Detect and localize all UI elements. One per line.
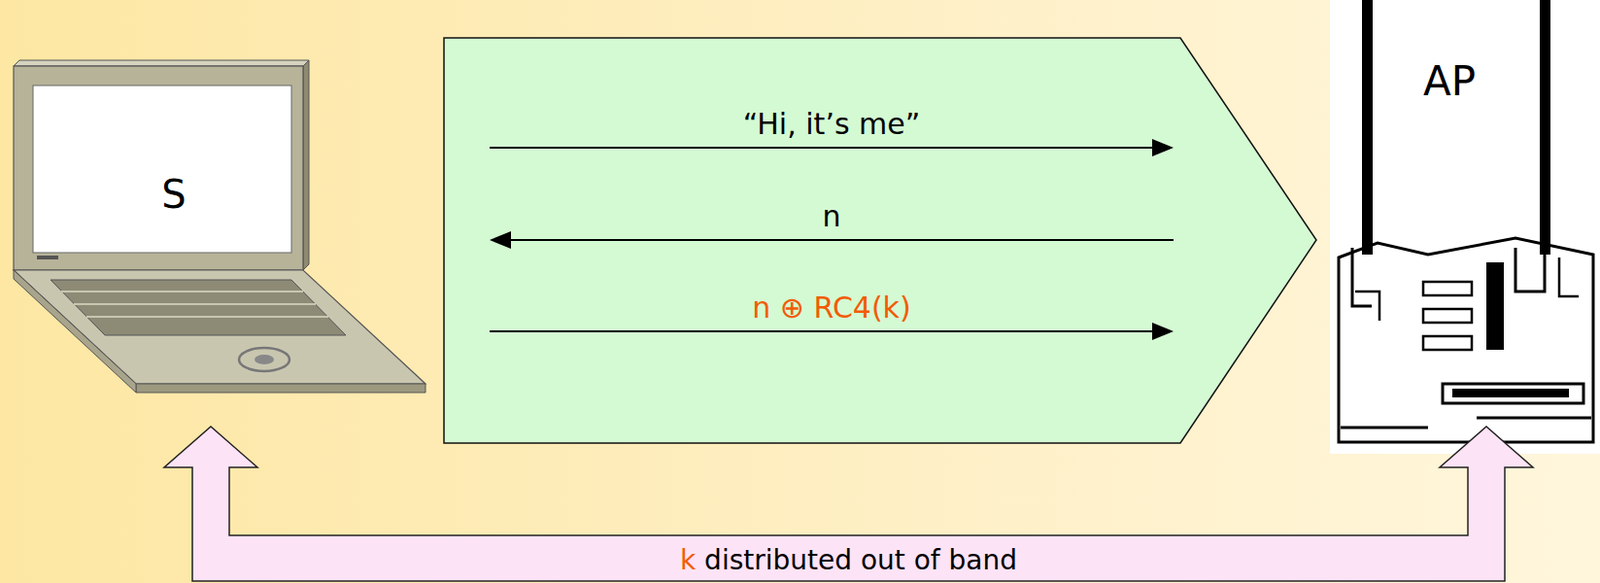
node-label: S — [161, 170, 186, 218]
access-point-illustration — [1329, 0, 1600, 454]
message-arrow — [489, 231, 1174, 249]
message-arrow — [489, 322, 1174, 341]
laptop-illustration — [13, 60, 426, 393]
edge-label: “Hi, it’s me” — [743, 107, 921, 142]
edge-label: n ⊕ RC4(k) — [751, 291, 911, 326]
node-label: AP — [1423, 57, 1476, 106]
edge-label: k distributed out of band — [680, 544, 1018, 576]
node-region: S — [13, 60, 490, 427]
node-region: AP — [1173, 0, 1600, 427]
edge-label: n — [821, 200, 841, 235]
exchange-panel — [443, 37, 1317, 443]
message-arrow — [164, 426, 1533, 581]
message-arrow — [489, 138, 1174, 157]
